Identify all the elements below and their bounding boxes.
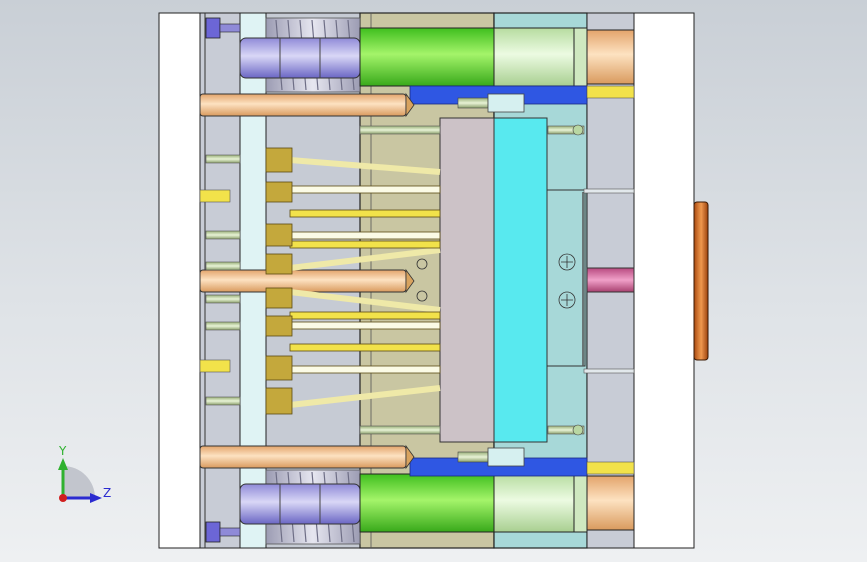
core-bracket-screws: [416, 253, 576, 309]
right-rods: [583, 188, 635, 374]
guide-bush-bottom: [493, 473, 575, 533]
cavity-insert: [439, 117, 495, 443]
coordinate-triad: Y Z: [58, 444, 111, 503]
locating-ring: [693, 201, 709, 361]
locating-bush-bottom: [586, 475, 635, 531]
yellow-strip-top: [586, 85, 635, 99]
guide-pin-green-bottom: [359, 473, 495, 533]
purple-stop-pin: [205, 17, 221, 39]
purple-stop-pin-bottom: [205, 521, 221, 543]
y-axis-label: Y: [58, 444, 67, 458]
return-pin-orange-bottom: [199, 445, 407, 469]
clamp-plate-right: [633, 12, 695, 549]
core-slot-bracket: [546, 189, 586, 367]
ejector-screw-top: [457, 97, 489, 109]
locating-bush-top: [586, 29, 635, 85]
bottom-guide-assembly: [199, 424, 635, 545]
clamp-plate-left: [158, 12, 201, 549]
lifter-assembly: [265, 147, 441, 415]
guide-pin-green-top: [359, 27, 495, 87]
core-insert: [493, 117, 548, 443]
yellow-strip-bottom: [586, 461, 635, 475]
return-pin-orange-top: [199, 93, 407, 117]
top-guide-assembly: [199, 17, 635, 136]
guide-bush-top: [493, 27, 575, 87]
z-axis-label: Z: [103, 486, 111, 500]
guide-pin-purple-bottom: [239, 483, 361, 525]
ejector-pins: [199, 154, 241, 406]
return-pin-orange-center: [199, 269, 407, 293]
ejector-screw-bottom: [457, 451, 489, 463]
pink-sprue-pin: [586, 267, 635, 293]
x-axis-origin: [59, 494, 67, 502]
guide-pin-purple-top: [239, 37, 361, 79]
